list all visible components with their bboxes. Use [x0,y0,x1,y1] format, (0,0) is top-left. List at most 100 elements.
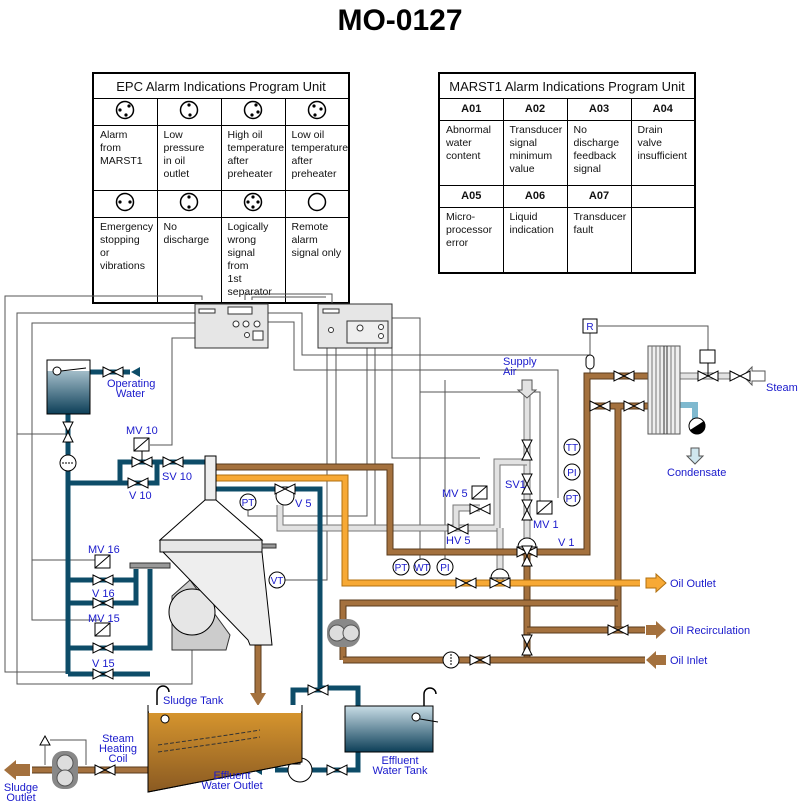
alarm-code: A06 [502,185,568,208]
svg-text:WT: WT [414,563,430,574]
lamp-icon [92,190,158,218]
alarm-description: No discharge [156,217,222,304]
label-hv5: HV 5 [446,535,470,547]
oil-outlet-arrow-icon [645,572,667,594]
lamp-icon [220,190,286,218]
valve-mv5[interactable] [469,485,491,515]
svg-text:PI: PI [567,468,576,479]
label-v16: V 16 [92,588,115,600]
alarm-description: Drain valve insufficient [630,120,696,186]
svg-text:VT: VT [271,576,284,587]
svg-text:R: R [586,322,593,333]
instrument-vt: VT [268,571,286,589]
label-v5: V 5 [295,498,312,510]
svg-text:TT: TT [566,443,578,454]
alarm-description [630,207,696,274]
label-oil-outlet: Oil Outlet [670,578,716,590]
valve-v10[interactable] [127,477,149,489]
sludge-pump[interactable] [52,751,78,789]
lamp-icon [156,190,222,218]
epc-control-unit[interactable] [194,303,269,349]
valve-mv1[interactable] [521,499,553,521]
signal-lines [4,293,709,685]
instrument-pt-separator: PT [239,493,257,511]
instrument-wt: WT [413,558,431,576]
label-sludge-tank: Sludge Tank [163,695,224,707]
valve-v5[interactable] [274,483,296,506]
marst1-control-unit[interactable] [317,303,393,349]
valve-mv16[interactable] [92,554,114,586]
label-oil-recirculation: Oil Recirculation [670,625,750,637]
tank-outlet-valve[interactable] [62,421,74,443]
lamp-icon [116,192,135,212]
instrument-pt: PT [563,489,581,507]
label-steam: Steam [766,382,798,394]
steam-trap [688,417,706,435]
sludge-outlet-arrow-icon [4,760,30,780]
label-oil-inlet: Oil Inlet [670,655,707,667]
alarm-description: Transducer fault [566,207,632,274]
alarm-description: Abnormal water content [438,120,504,186]
alarm-description: Alarm from MARST1 [92,125,158,191]
alarm-code: A02 [502,98,568,121]
condensate-arrow-icon [685,447,705,465]
lamp-icon [307,100,326,120]
temperature-sensor [585,354,595,370]
marst1-alarm-table: MARST1 Alarm Indications Program Unit A0… [438,72,696,274]
lamp-icon [179,100,199,120]
epc-alarm-table: EPC Alarm Indications Program Unit Alarm… [92,72,350,304]
oil-inlet-arrow-icon [646,651,666,669]
label-sv1: SV1 [505,479,526,491]
label-mv5: MV 5 [442,488,468,500]
alarm-code: A05 [438,185,504,208]
alarm-description: Micro- processor error [438,207,504,274]
svg-text:PT: PT [395,563,408,574]
separator [129,455,277,651]
valve-sv10[interactable] [162,456,184,468]
label-mv15: MV 15 [88,613,120,625]
lamp-icon [116,100,135,120]
label-v10: V 10 [129,490,152,502]
svg-text:PT: PT [242,498,255,509]
alarm-code [630,185,696,208]
valve-v1[interactable] [516,537,538,567]
label-mv1: MV 1 [533,519,559,531]
oil-feed-pump[interactable] [327,619,360,647]
svg-text:PI: PI [440,563,449,574]
label-mv10: MV 10 [126,425,158,437]
valve-v15[interactable] [92,668,114,680]
instrument-r: R [582,318,598,334]
operating-water-tank [46,359,91,415]
label-condensate: Condensate [667,467,726,479]
valve-mv15[interactable] [92,622,114,654]
label-sv10: SV 10 [162,471,192,483]
steam-control-valve[interactable] [697,349,719,382]
steam-check-valve[interactable] [729,370,751,382]
instrument-pi: PI [563,463,581,481]
oil-pipes [32,372,648,774]
heat-exchanger [647,345,681,435]
marst1-table-title: MARST1 Alarm Indications Program Unit [438,72,696,99]
instrument-pt-oil: PT [392,558,410,576]
operating-water-valve[interactable] [102,366,124,378]
flow-meter [59,454,77,472]
oil-control-valve[interactable] [489,568,511,589]
sludge-tank [147,685,303,793]
valve-mv10[interactable] [131,437,153,468]
alarm-description: Emergency stopping or vibrations [92,217,158,304]
effluent-drain-valve[interactable] [326,764,348,776]
lamp-icon [284,190,350,218]
supply-air-arrow-icon [516,379,538,399]
alarm-description: Transducer signal minimum value [502,120,568,186]
alarm-code: A07 [566,185,632,208]
lamp-icon [307,192,326,212]
oil-inlet-strainer [442,651,460,669]
instrument-tt: TT [563,438,581,456]
alarm-description: High oil temperature after preheater [220,125,286,191]
page-title: MO-0127 [337,4,463,37]
